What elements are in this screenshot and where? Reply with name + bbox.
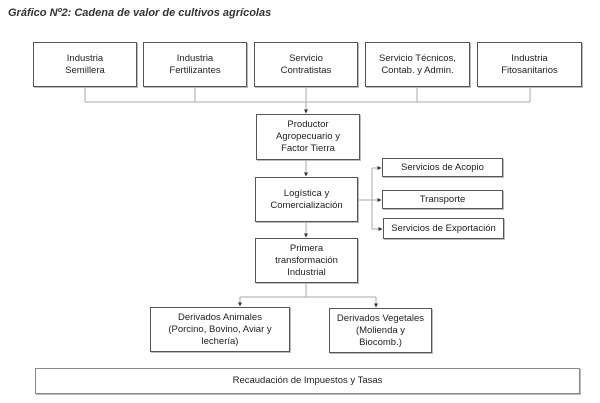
box-servicios-exportacion: Servicios de Exportación [383, 218, 504, 239]
box-servicio-tecnicos: Servicio Técnicos, Contab. y Admin. [365, 42, 470, 87]
box-transporte: Transporte [382, 190, 503, 209]
derivatives-branch [240, 283, 376, 298]
box-servicio-contratistas: Servicio Contratistas [254, 42, 358, 87]
box-derivados-vegetales: Derivados Vegetales (Molienda y Biocomb.… [329, 308, 432, 353]
input-connector [84, 87, 531, 103]
box-industria-fitosanitarios: Industria Fitosanitarios [477, 42, 582, 87]
box-recaudacion: Recaudación de Impuestos y Tasas [35, 368, 580, 394]
box-productor: Productor Agropecuario y Factor Tierra [256, 114, 360, 160]
box-primera-transformacion: Primera transformación Industrial [255, 238, 358, 283]
box-industria-semillera: Industria Semillera [33, 42, 137, 87]
box-logistica: Logística y Comercialización [255, 177, 358, 222]
services-branch [358, 168, 373, 229]
box-industria-fertilizantes: Industria Fertilizantes [143, 42, 247, 87]
box-servicios-acopio: Servicios de Acopio [382, 158, 503, 177]
box-derivados-animales: Derivados Animales (Porcino, Bovino, Avi… [150, 307, 290, 352]
figure-title: Gráfico Nº2: Cadena de valor de cultivos… [8, 7, 272, 19]
